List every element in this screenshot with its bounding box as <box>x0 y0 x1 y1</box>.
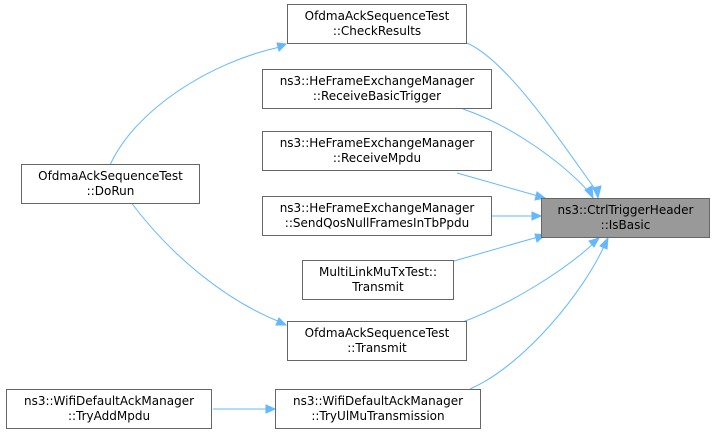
node-label-line2: ::TryAddMpdu <box>67 409 151 423</box>
edge-dorun-to-ofdma-transmit <box>129 200 281 323</box>
edge-receivempdu-to-isbasic <box>456 172 539 197</box>
node-label-line2: ::DoRun <box>86 184 135 198</box>
edge-receivebasictrigger-to-isbasic <box>462 108 591 194</box>
edge-tryulmu-to-isbasic <box>469 243 606 390</box>
node-receivempdu[interactable]: ns3::HeFrameExchangeManager ::ReceiveMpd… <box>262 131 492 171</box>
node-label-line1: OfdmaAckSequenceTest <box>304 326 450 340</box>
arrowhead-icon <box>265 404 277 414</box>
node-ofdmaacksequencetest-transmit[interactable]: OfdmaAckSequenceTest ::Transmit <box>287 321 467 361</box>
edge-ofdma-transmit-to-isbasic <box>459 242 595 324</box>
node-label-line2: Transmit <box>352 280 404 294</box>
node-label-line2: ::CheckResults <box>332 24 422 38</box>
node-label-line2: ::ReceiveMpdu <box>332 151 422 165</box>
node-label-line2: ::SendQosNullFramesInTbPpdu <box>284 216 470 230</box>
edge-mlmu-transmit-to-isbasic <box>453 236 539 262</box>
node-sendqosnullframes[interactable]: ns3::HeFrameExchangeManager ::SendQosNul… <box>262 196 492 236</box>
node-label-line2: ::TryUlMuTransmission <box>311 409 445 423</box>
node-label-line1: ns3::WifiDefaultAckManager <box>292 394 464 408</box>
node-label-line2: ::Transmit <box>347 341 407 355</box>
node-multilinkmutxtest-transmit[interactable]: MultiLinkMuTxTest:: Transmit <box>302 260 454 300</box>
node-receivebasictrigger[interactable]: ns3::HeFrameExchangeManager ::ReceiveBas… <box>262 69 492 109</box>
node-label-line1: ns3::WifiDefaultAckManager <box>23 394 195 408</box>
arrowhead-icon <box>599 236 609 250</box>
node-label-line1: ns3::HeFrameExchangeManager <box>279 74 475 88</box>
node-label-line2: ::ReceiveBasicTrigger <box>312 89 442 103</box>
node-label-line2: ::IsBasic <box>600 218 651 232</box>
node-label-line1: ns3::HeFrameExchangeManager <box>279 136 475 150</box>
node-ctrltriggerheader-isbasic: ns3::CtrlTriggerHeader ::IsBasic <box>541 198 710 238</box>
arrowhead-icon <box>588 237 601 248</box>
arrowhead-icon <box>531 211 543 221</box>
node-label-line1: ns3::HeFrameExchangeManager <box>279 201 475 215</box>
edge-checkresults-to-isbasic <box>466 42 599 194</box>
arrowhead-icon <box>276 42 288 52</box>
arrowhead-icon <box>592 185 602 200</box>
arrowhead-icon <box>275 317 288 326</box>
node-label-line1: OfdmaAckSequenceTest <box>304 9 450 23</box>
edge-dorun-to-checkresults <box>109 46 281 166</box>
node-tryulmutransmission[interactable]: ns3::WifiDefaultAckManager ::TryUlMuTran… <box>275 389 481 429</box>
node-label-line1: OfdmaAckSequenceTest <box>38 169 183 183</box>
node-label-line1: ns3::CtrlTriggerHeader <box>557 203 694 217</box>
node-checkresults[interactable]: OfdmaAckSequenceTest ::CheckResults <box>287 4 467 44</box>
node-dorun[interactable]: OfdmaAckSequenceTest ::DoRun <box>21 164 200 204</box>
node-label-line1: MultiLinkMuTxTest:: <box>318 265 437 279</box>
arrowhead-icon <box>584 185 594 200</box>
node-tryaddmpdu[interactable]: ns3::WifiDefaultAckManager ::TryAddMpdu <box>6 389 212 429</box>
